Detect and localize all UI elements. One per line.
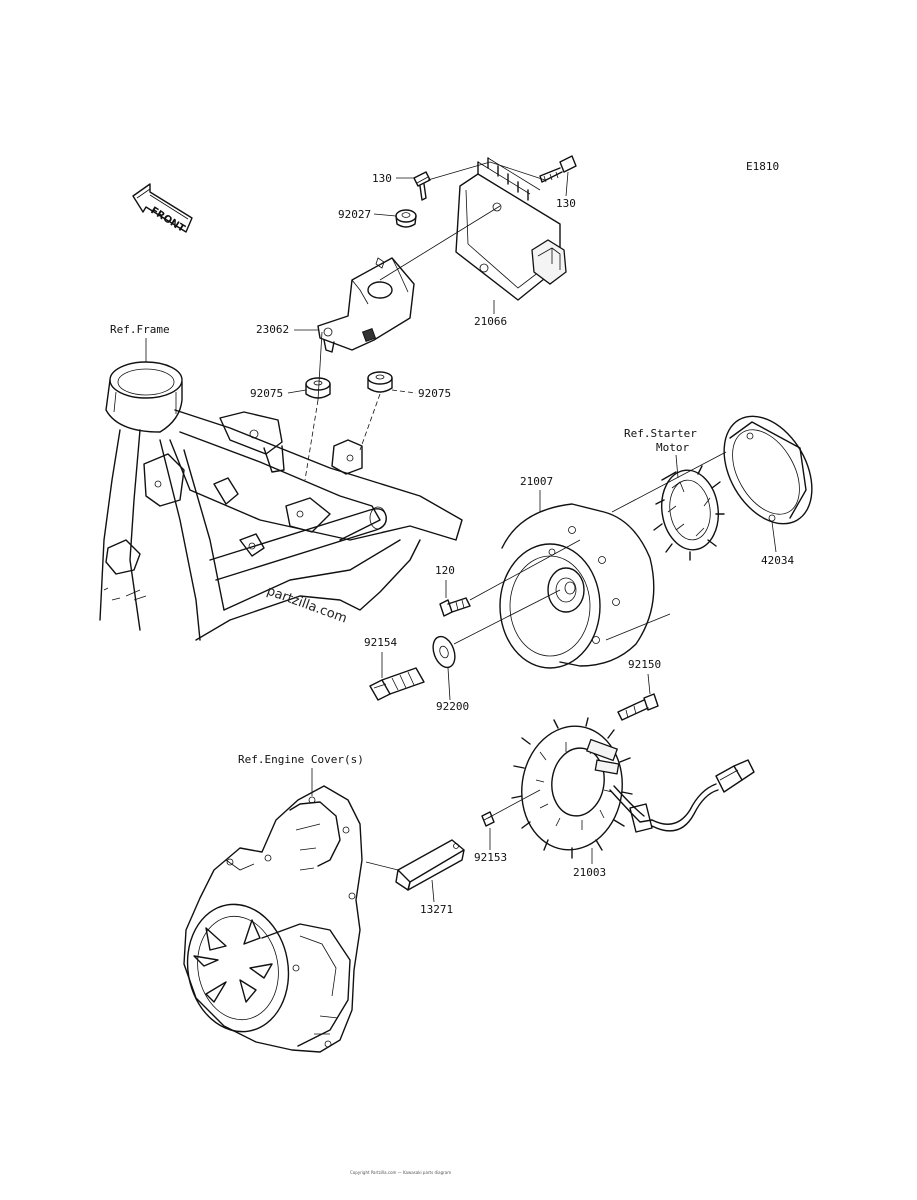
bolt-130-right (539, 155, 577, 183)
label-ref-frame: Ref.Frame (110, 323, 170, 336)
regulator-rectifier (455, 157, 567, 301)
washer-92200 (432, 635, 456, 669)
label-21066: 21066 (474, 315, 507, 328)
label-92075-left: 92075 (250, 387, 283, 400)
footer-copyright: Copyright Partzilla.com — Kawasaki parts… (350, 1170, 451, 1175)
label-130-right: 130 (556, 197, 576, 210)
bolt-130-top (413, 171, 431, 201)
label-21003: 21003 (573, 866, 606, 879)
label-23062: 23062 (256, 323, 289, 336)
bolt-92150 (617, 693, 659, 721)
label-21007: 21007 (520, 475, 553, 488)
bracket-23062 (317, 257, 415, 353)
bolt-92153 (481, 811, 495, 827)
ring-42034 (723, 415, 813, 525)
washer-92027 (395, 209, 417, 228)
label-92200: 92200 (436, 700, 469, 713)
front-label: FRONT (148, 205, 186, 235)
pickup-coil-13271 (395, 839, 465, 891)
front-arrow-icon: FRONT (132, 183, 193, 235)
label-92150: 92150 (628, 658, 661, 671)
stator-21003 (511, 717, 755, 859)
label-ref-starter-line2: Motor (656, 441, 689, 454)
label-ref-engine-cover: Ref.Engine Cover(s) (238, 753, 364, 766)
flywheel-rotor-21007 (499, 503, 655, 669)
engine-cover-reference (183, 785, 363, 1053)
label-92027: 92027 (338, 208, 371, 221)
label-ref-starter-line1: Ref.Starter (624, 427, 697, 440)
bolt-120 (439, 597, 471, 617)
label-13271: 13271 (420, 903, 453, 916)
watermark: partzilla.com (265, 584, 349, 627)
label-42034: 42034 (761, 554, 794, 567)
label-92154: 92154 (364, 636, 397, 649)
label-92153: 92153 (474, 851, 507, 864)
starter-clutch-reference (653, 465, 725, 561)
label-130-top: 130 (372, 172, 392, 185)
diagram-code: E1810 (746, 160, 779, 173)
bolt-92154 (369, 667, 425, 701)
frame-reference (99, 361, 463, 641)
label-120: 120 (435, 564, 455, 577)
grommet-92075-right (367, 371, 393, 393)
label-92075-right: 92075 (418, 387, 451, 400)
